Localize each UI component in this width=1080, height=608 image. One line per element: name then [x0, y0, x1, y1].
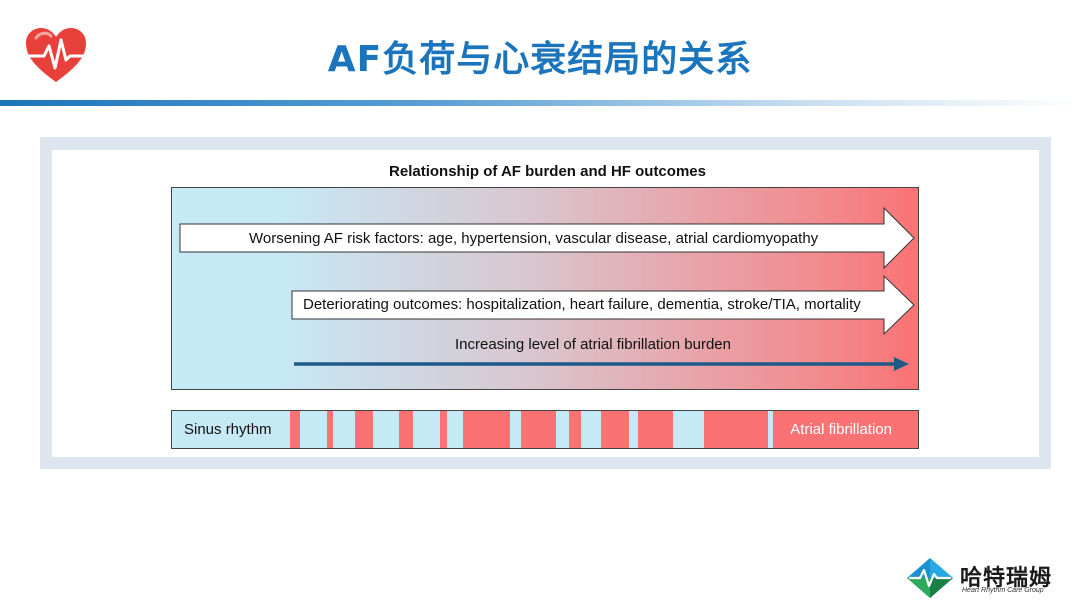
outcomes-arrow — [291, 274, 915, 336]
brand-logo-icon — [907, 558, 953, 598]
risk-factors-text: Worsening AF risk factors: age, hyperten… — [249, 230, 819, 247]
title-divider — [0, 100, 1080, 106]
arrows-layer — [179, 206, 915, 371]
af-burden-gradient-panel: Worsening AF risk factors: age, hyperten… — [171, 187, 919, 390]
af-episode — [355, 411, 373, 448]
af-episode — [773, 411, 918, 448]
af-episode — [399, 411, 413, 448]
af-episode — [569, 411, 581, 448]
af-episode — [601, 411, 629, 448]
burden-arrow-head — [894, 357, 909, 371]
brand-name: 哈特瑞姆 — [960, 566, 1053, 591]
af-episode — [704, 411, 768, 448]
outcomes-text: Deteriorating outcomes: hospitalization,… — [303, 296, 861, 313]
risk-factors-arrow — [179, 206, 915, 270]
figure-frame: Relationship of AF burden and HF outcome… — [40, 137, 1051, 469]
burden-text: Increasing level of atrial fibrillation … — [455, 336, 731, 353]
af-episode — [521, 411, 556, 448]
heart-ecg-icon — [26, 28, 86, 82]
figure-panel: Relationship of AF burden and HF outcome… — [52, 150, 1039, 457]
af-episode — [638, 411, 673, 448]
af-episode — [440, 411, 447, 448]
af-episode — [290, 411, 300, 448]
rhythm-bar: Sinus rhythm Atrial fibrillation — [171, 410, 919, 449]
atrial-fibrillation-label: Atrial fibrillation — [790, 421, 892, 438]
page-title: AF负荷与心衰结局的关系 — [327, 39, 753, 80]
figure-title: Relationship of AF burden and HF outcome… — [389, 163, 706, 180]
sinus-rhythm-label: Sinus rhythm — [184, 421, 272, 438]
brand-subtitle: Heart Rhythm Care Group — [962, 587, 1044, 594]
af-episode — [327, 411, 333, 448]
af-episode — [463, 411, 510, 448]
